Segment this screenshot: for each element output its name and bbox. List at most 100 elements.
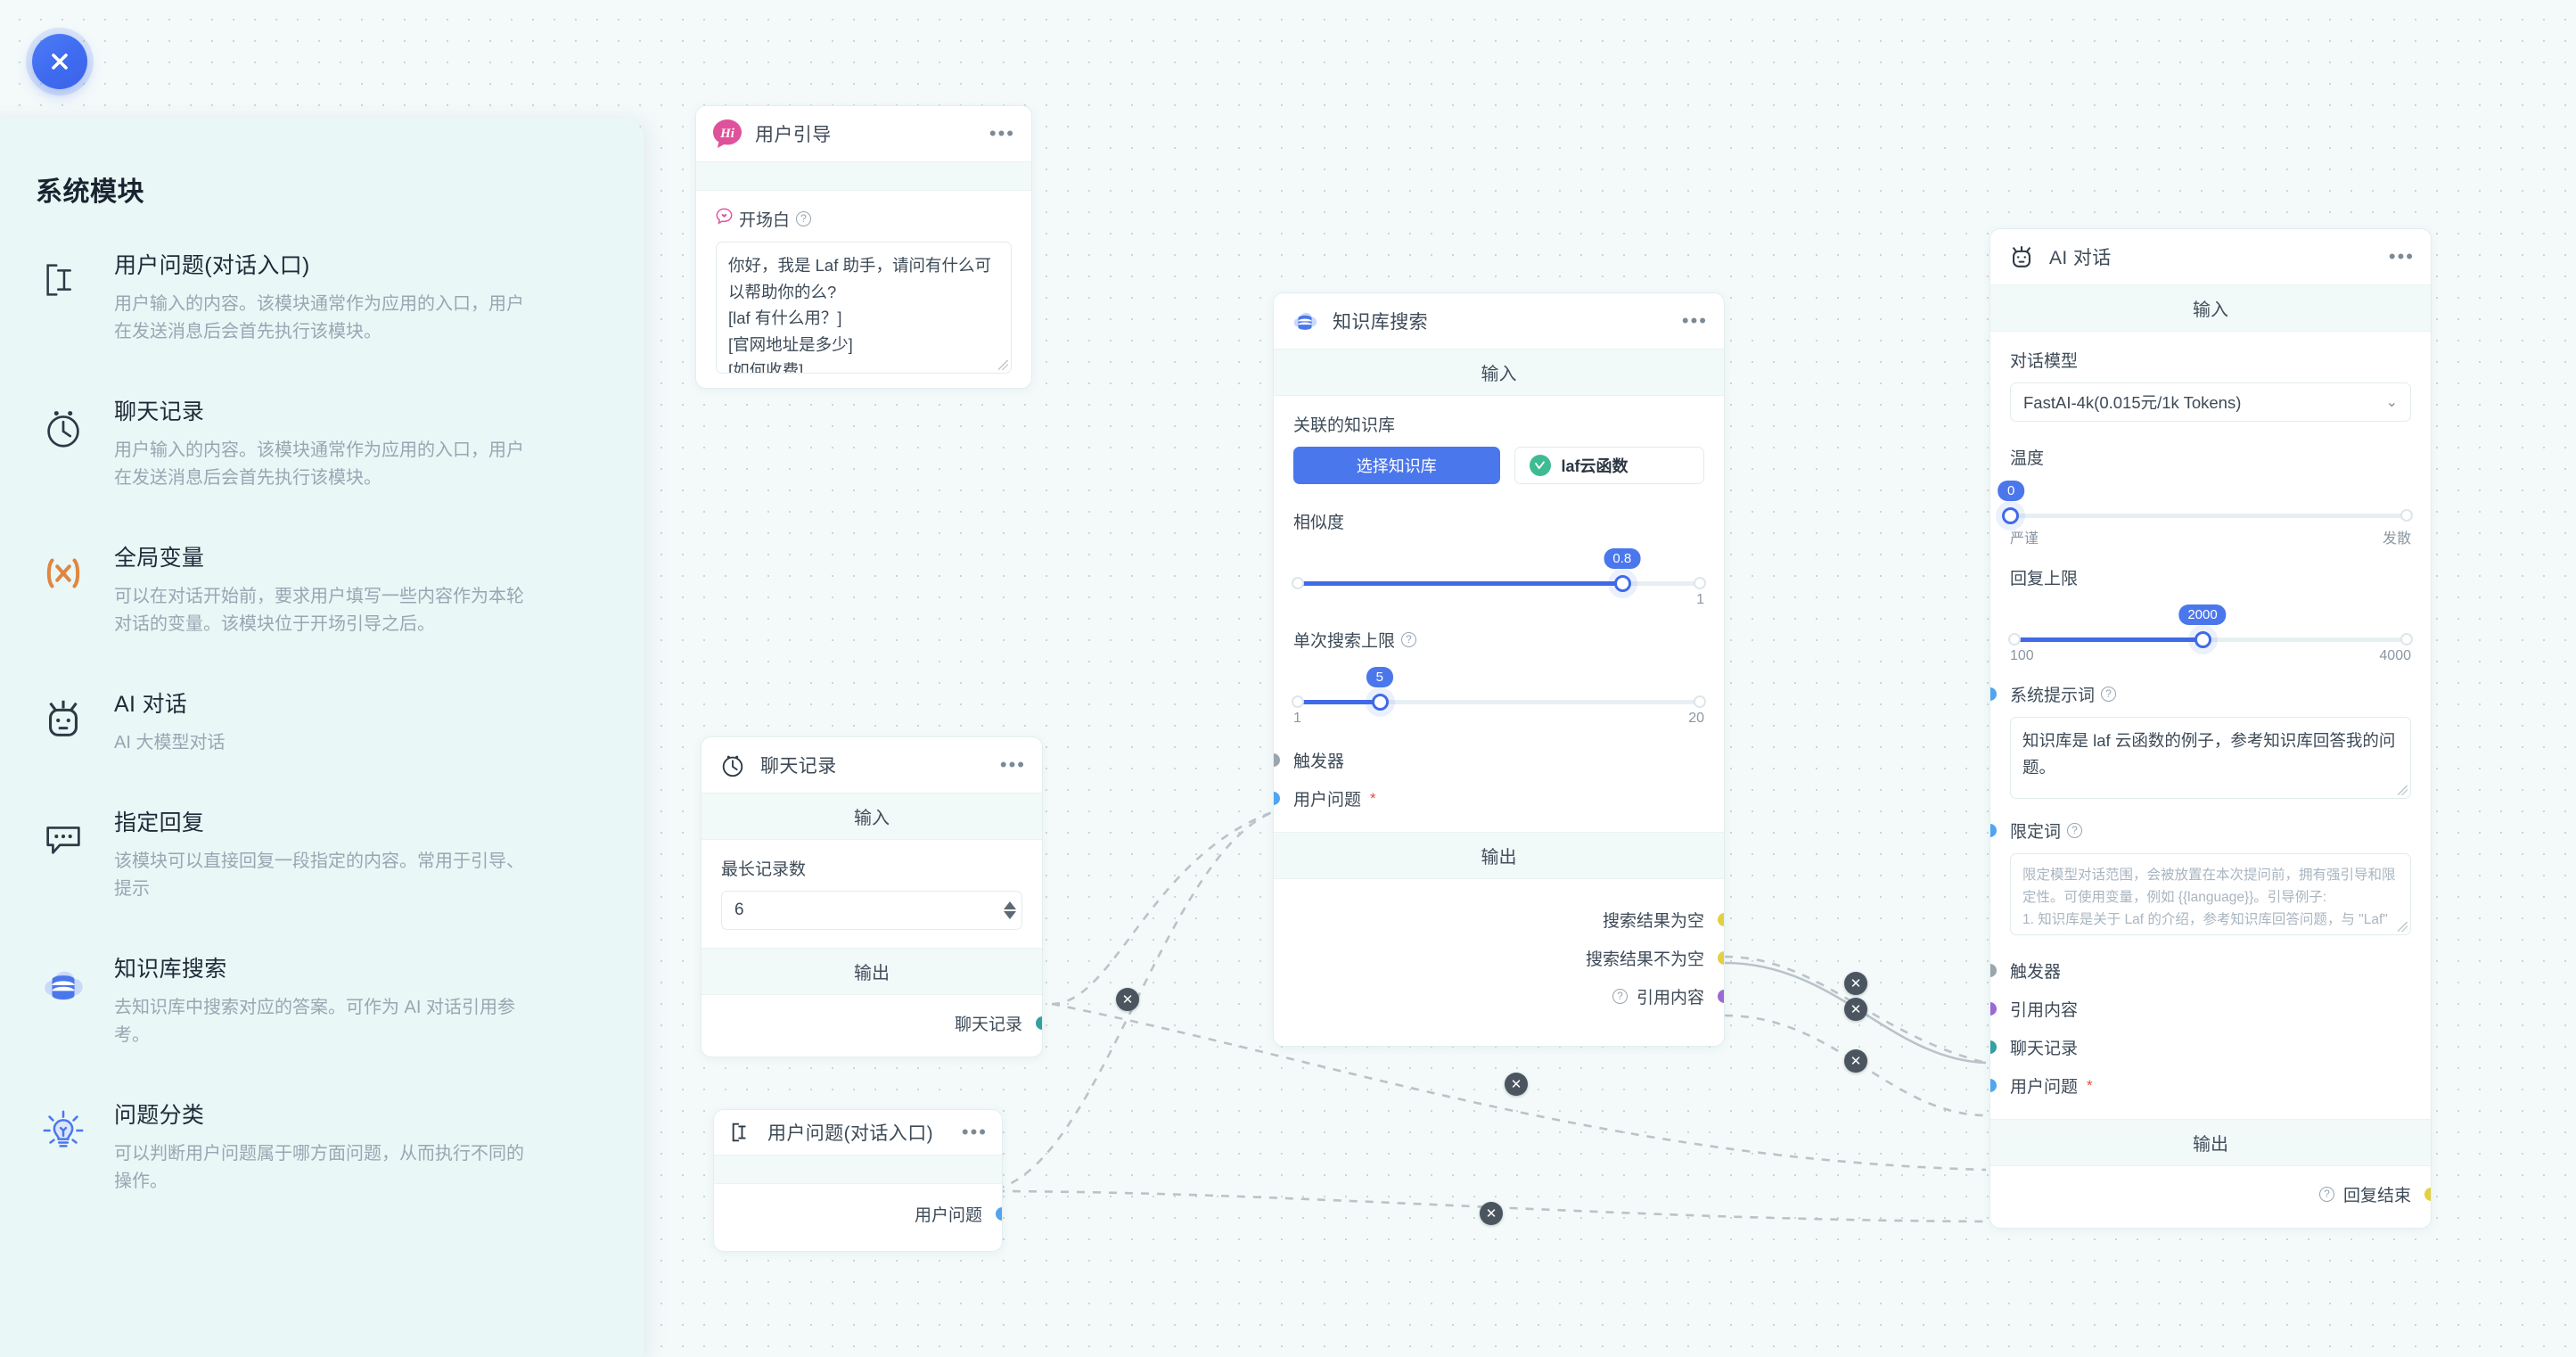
help-icon[interactable]: ? xyxy=(796,211,812,226)
output-port-dot-not-empty[interactable] xyxy=(1718,951,1724,965)
help-icon[interactable]: ? xyxy=(2101,687,2117,702)
module-item-chat-history[interactable]: 聊天记录 用户输入的内容。该模块通常作为应用的入口，用户在发送消息后会首先执行该… xyxy=(36,392,608,492)
node-menu-icon[interactable]: ••• xyxy=(999,753,1026,776)
robot-icon xyxy=(2006,242,2037,272)
output-port-dot-finish[interactable] xyxy=(2424,1188,2431,1201)
output-port-row-finish: ? 回复结束 xyxy=(2010,1182,2431,1206)
opening-textarea[interactable]: 你好，我是 Laf 助手，请问有什么可以帮助你的么? [laf 有什么用？] [… xyxy=(716,242,1012,374)
max-records-stepper[interactable]: 6 xyxy=(721,891,1022,930)
slider-knob[interactable] xyxy=(2002,507,2019,524)
temperature-slider[interactable]: 0 严谨 发散 xyxy=(1998,481,2413,547)
module-name: 全局变量 xyxy=(114,546,205,571)
edge-delete-button[interactable]: ✕ xyxy=(1844,998,1867,1021)
node-chat-history[interactable]: 聊天记录 ••• 输入 最长记录数 6 输出 聊天记录 xyxy=(701,736,1043,1057)
heart-chat-icon xyxy=(716,208,733,230)
slider-value-bubble: 0 xyxy=(1998,481,2025,501)
node-ai-chat[interactable]: AI 对话 ••• 输入 对话模型 FastAI-4k(0.015元/1k To… xyxy=(1989,228,2432,1229)
max-tokens-slider[interactable]: 2000 100 4000 xyxy=(2008,604,2413,663)
system-prompt-label-row: 系统提示词 ? xyxy=(1990,682,2411,706)
chevron-down-icon[interactable]: ⌄ xyxy=(2385,395,2398,410)
output-port-row-quote: ? 引用内容 xyxy=(1293,984,1724,1008)
slider-knob[interactable] xyxy=(1371,694,1389,711)
node-user-guide[interactable]: Hi 用户引导 ••• 开场白 ? 你好，我是 Laf 助手，请问有什么可以帮助… xyxy=(695,105,1032,389)
edge-delete-button[interactable]: ✕ xyxy=(1116,988,1139,1011)
module-item-question-classify[interactable]: 问题分类 可以判断用户问题属于哪方面问题，从而执行不同的操作。 xyxy=(36,1096,608,1196)
module-item-specified-reply[interactable]: 指定回复 该模块可以直接回复一段指定的内容。常用于引导、提示 xyxy=(36,803,608,903)
topk-label-row: 单次搜索上限 ? xyxy=(1293,628,1704,652)
help-icon[interactable]: ? xyxy=(1401,632,1417,647)
input-port-dot-question[interactable] xyxy=(1990,1079,1997,1092)
output-port-dot-history[interactable] xyxy=(1036,1016,1042,1030)
system-prompt-label: 系统提示词 xyxy=(2010,687,2096,705)
system-module-sidebar: 系统模块 用户问题(对话入口) 用户输入的内容。该模块通常作为应用的入口，用户在… xyxy=(0,119,644,1357)
node-menu-icon[interactable]: ••• xyxy=(989,122,1015,144)
page-title: 系统模块 xyxy=(36,177,144,207)
node-dataset-search[interactable]: 知识库搜索 ••• 输入 关联的知识库 选择知识库 laf云函数 相似度 xyxy=(1273,292,1725,1047)
limit-prompt-textarea[interactable]: 限定模型对话范围，会被放置在本次提问前，拥有强引导和限定性。可使用变量，例如 {… xyxy=(2010,853,2411,935)
output-port-dot-empty[interactable] xyxy=(1718,913,1724,926)
input-port-dot-question[interactable] xyxy=(1274,792,1280,805)
edge-delete-button[interactable]: ✕ xyxy=(1844,1049,1867,1073)
slider-rail xyxy=(1293,700,1704,704)
variable-x-icon xyxy=(36,546,91,601)
help-icon[interactable]: ? xyxy=(2318,1187,2334,1202)
node-body: 最长记录数 6 xyxy=(701,840,1042,948)
input-port-dot-quote[interactable] xyxy=(1990,1002,1997,1016)
input-port-label: 聊天记录 xyxy=(2010,1040,2079,1058)
close-panel-button[interactable] xyxy=(32,34,87,89)
node-menu-icon[interactable]: ••• xyxy=(961,1121,988,1143)
output-port-dot-quote[interactable] xyxy=(1718,990,1724,1003)
input-port-row-question: 用户问题* xyxy=(1990,1073,2411,1098)
help-icon[interactable]: ? xyxy=(2067,823,2083,838)
temperature-min-label: 严谨 xyxy=(2010,531,2039,547)
model-select[interactable]: FastAI-4k(0.015元/1k Tokens) ⌄ xyxy=(2010,382,2411,422)
help-icon[interactable]: ? xyxy=(1612,989,1628,1004)
module-item-global-variable[interactable]: 全局变量 可以在对话开始前，要求用户填写一些内容作为本轮对话的变量。该模块位于开… xyxy=(36,539,608,638)
node-user-question[interactable]: 用户问题(对话入口) ••• 用户问题 xyxy=(713,1109,1003,1252)
module-item-user-question[interactable]: 用户问题(对话入口) 用户输入的内容。该模块通常作为应用的入口，用户在发送消息后… xyxy=(36,246,608,346)
slider-knob[interactable] xyxy=(1613,575,1631,592)
input-port-dot-trigger[interactable] xyxy=(1274,753,1280,767)
output-band: 输出 xyxy=(1990,1119,2431,1166)
edge-delete-button[interactable]: ✕ xyxy=(1844,972,1867,995)
robot-icon xyxy=(36,692,91,747)
system-prompt-textarea[interactable]: 知识库是 laf 云函数的例子，参考知识库回答我的问题。 xyxy=(2010,717,2411,799)
slider-start-dot xyxy=(1292,695,1304,708)
slider-min-label: 1 xyxy=(1293,711,1301,726)
module-item-dataset-search[interactable]: 知识库搜索 去知识库中搜索对应的答案。可作为 AI 对话引用参考。 xyxy=(36,950,608,1049)
required-marker: * xyxy=(1370,789,1376,807)
input-port-dot-history[interactable] xyxy=(1990,1040,1997,1054)
select-kb-button[interactable]: 选择知识库 xyxy=(1293,447,1500,484)
lightbulb-icon xyxy=(36,1103,91,1158)
node-body: 关联的知识库 选择知识库 laf云函数 相似度 0.8 1 xyxy=(1274,396,1724,832)
node-menu-icon[interactable]: ••• xyxy=(1681,309,1708,332)
slider-end-dot xyxy=(1694,577,1706,589)
output-port-row-not-empty: 搜索结果不为空 xyxy=(1293,946,1724,970)
output-band: 输出 xyxy=(701,948,1042,995)
edge-delete-button[interactable]: ✕ xyxy=(1480,1202,1503,1225)
hi-avatar-icon: Hi xyxy=(712,119,742,149)
slider-fill xyxy=(1293,700,1380,704)
module-item-ai-chat[interactable]: AI 对话 AI 大模型对话 xyxy=(36,685,608,757)
topk-slider[interactable]: 5 1 20 xyxy=(1292,667,1706,726)
edge-delete-button[interactable]: ✕ xyxy=(1505,1073,1528,1096)
input-port-label: 引用内容 xyxy=(2010,1001,2079,1020)
input-port-dot-limit-prompt[interactable] xyxy=(1990,824,1997,837)
max-records-label: 最长记录数 xyxy=(721,860,807,879)
similarity-slider[interactable]: 0.8 1 xyxy=(1292,548,1706,607)
kb-chip-laf[interactable]: laf云函数 xyxy=(1514,447,1704,484)
stepper-down-icon[interactable] xyxy=(1004,911,1016,919)
module-text: 用户问题(对话入口) 用户输入的内容。该模块通常作为应用的入口，用户在发送消息后… xyxy=(114,246,540,346)
node-output-body: 搜索结果为空 搜索结果不为空 ? 引用内容 xyxy=(1274,879,1724,1046)
slider-knob[interactable] xyxy=(2195,631,2211,648)
slider-fill xyxy=(2010,637,2203,642)
output-port-dot-question[interactable] xyxy=(996,1207,1002,1221)
input-port-label: 触发器 xyxy=(2010,963,2062,982)
input-port-dot-system-prompt[interactable] xyxy=(1990,687,1997,701)
stepper-up-icon[interactable] xyxy=(1004,901,1016,909)
stepper-arrows[interactable] xyxy=(1004,901,1016,919)
input-port-dot-trigger[interactable] xyxy=(1990,964,1997,977)
node-menu-icon[interactable]: ••• xyxy=(2388,245,2415,267)
node-title: AI 对话 xyxy=(2049,248,2112,268)
